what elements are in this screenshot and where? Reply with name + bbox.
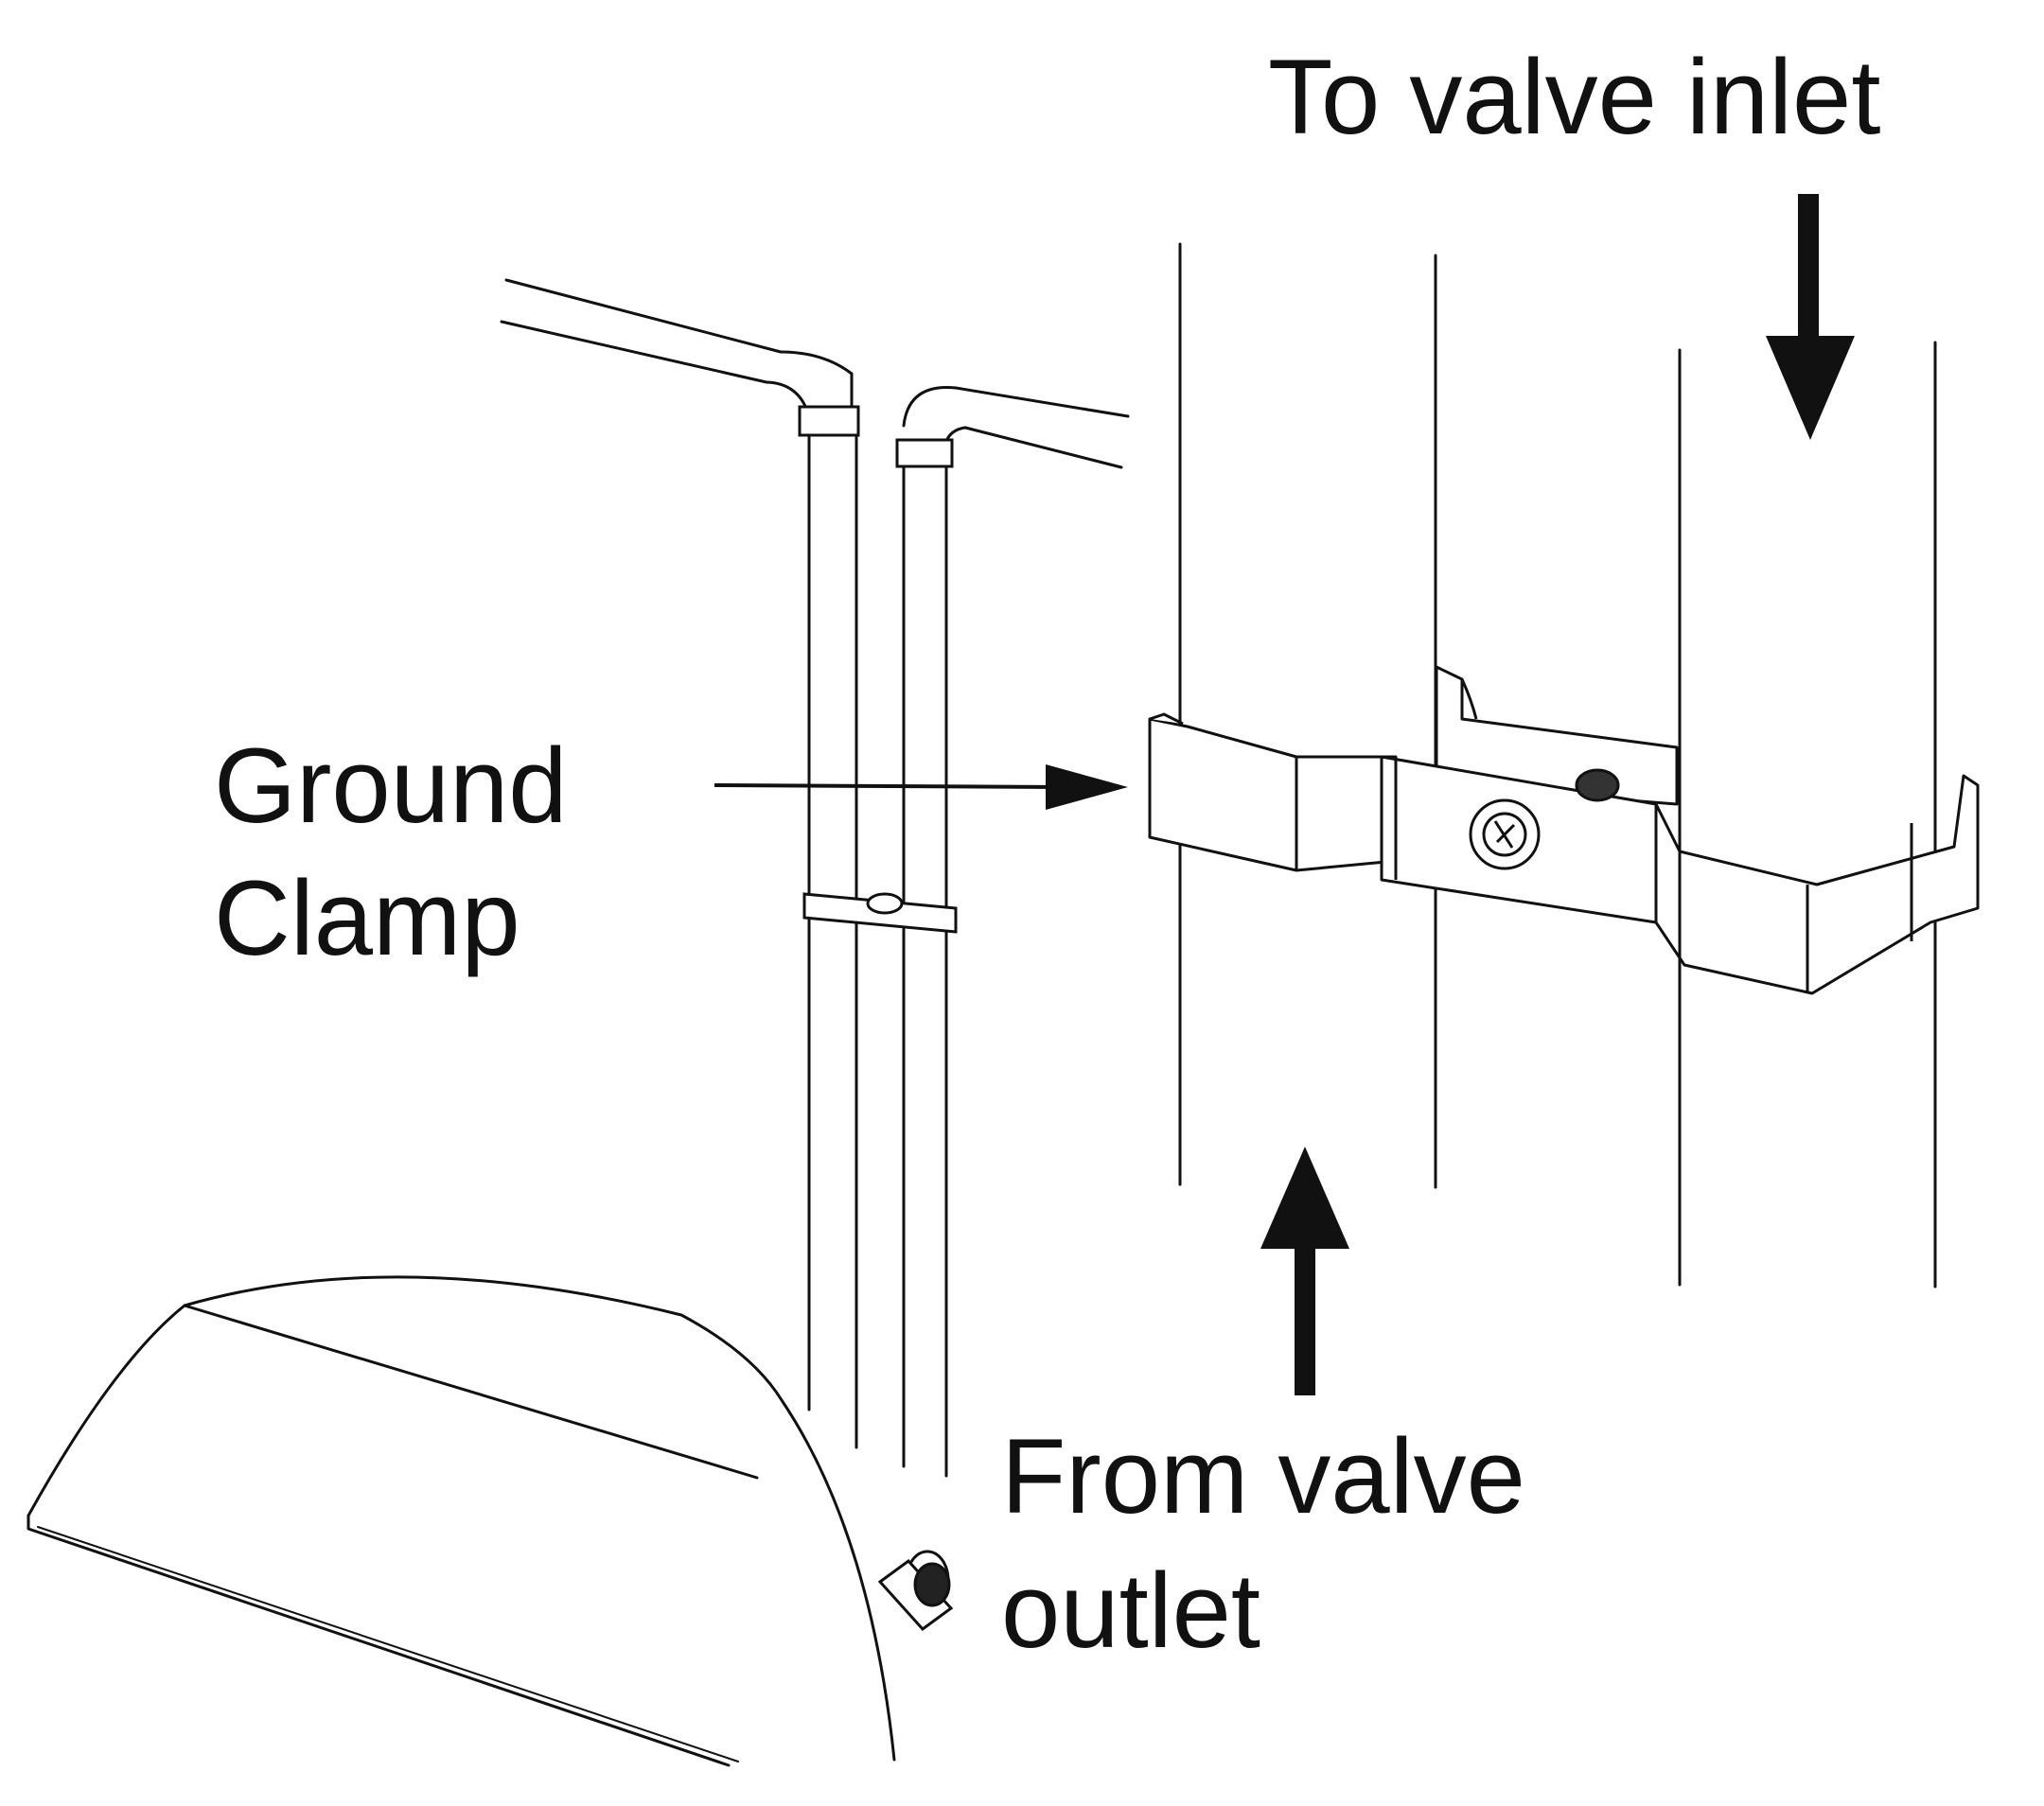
label-ground-clamp-line1: Ground: [214, 727, 568, 845]
supply-pipes: [500, 278, 1130, 1478]
label-ground-clamp-line2: Clamp: [214, 859, 520, 977]
outlet-arrow: [1260, 1147, 1349, 1395]
tank-fitting: [877, 1550, 954, 1632]
ground-clamp: [1148, 665, 1980, 995]
inlet-arrow: [1766, 194, 1855, 440]
ground-clamp-pointer: [714, 764, 1128, 810]
water-heater-tank: [26, 1275, 896, 1767]
label-from-valve-outlet-line2: outlet: [1001, 1552, 1260, 1670]
label-from-valve-outlet-line1: From valve: [1001, 1417, 1525, 1535]
label-to-valve-inlet: To valve inlet: [1268, 38, 1881, 156]
